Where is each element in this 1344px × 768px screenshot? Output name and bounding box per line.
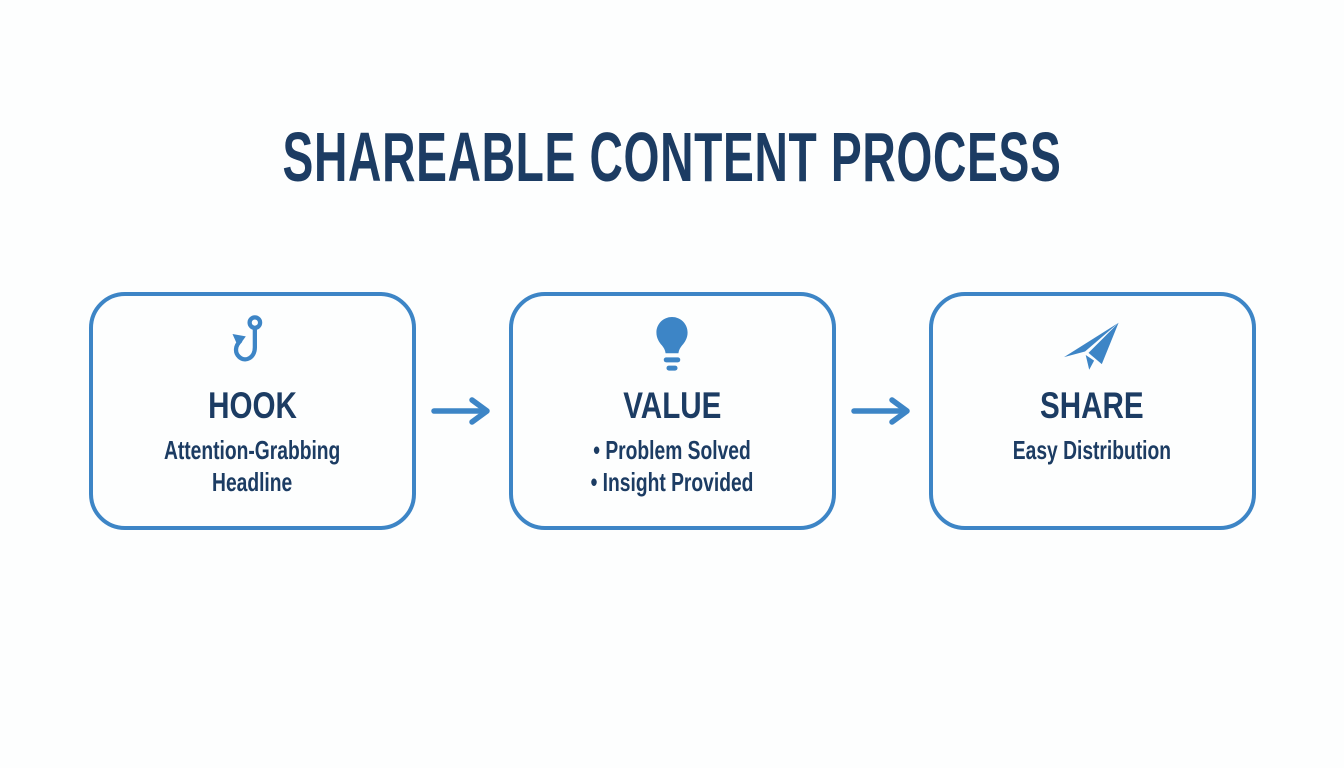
fishing-hook-icon: [229, 314, 275, 374]
step-description: Attention-Grabbing Headline: [164, 434, 340, 499]
step-description: Easy Distribution: [1013, 434, 1171, 467]
step-title: HOOK: [207, 385, 297, 426]
lightbulb-icon: [650, 314, 694, 374]
arrow-right-icon: [416, 292, 509, 530]
step-line: • Insight Provided: [590, 467, 754, 498]
step-line: • Problem Solved: [593, 434, 751, 465]
step-card-hook: HOOK Attention-Grabbing Headline: [88, 292, 416, 530]
page-title: SHAREABLE CONTENT PROCESS: [282, 118, 1062, 196]
step-title: VALUE: [622, 385, 722, 426]
paper-plane-icon: [1057, 314, 1127, 374]
step-title: SHARE: [1040, 385, 1144, 426]
step-line: Easy Distribution: [1012, 434, 1172, 465]
arrow-right-icon: [836, 292, 929, 530]
step-line: Attention-Grabbing: [163, 434, 341, 465]
step-card-share: SHARE Easy Distribution: [928, 292, 1256, 530]
process-row: HOOK Attention-Grabbing Headline VA: [0, 292, 1344, 530]
step-card-value: VALUE • Problem Solved • Insight Provide…: [508, 292, 836, 530]
step-description: • Problem Solved • Insight Provided: [591, 434, 754, 499]
step-line: Headline: [211, 467, 293, 498]
